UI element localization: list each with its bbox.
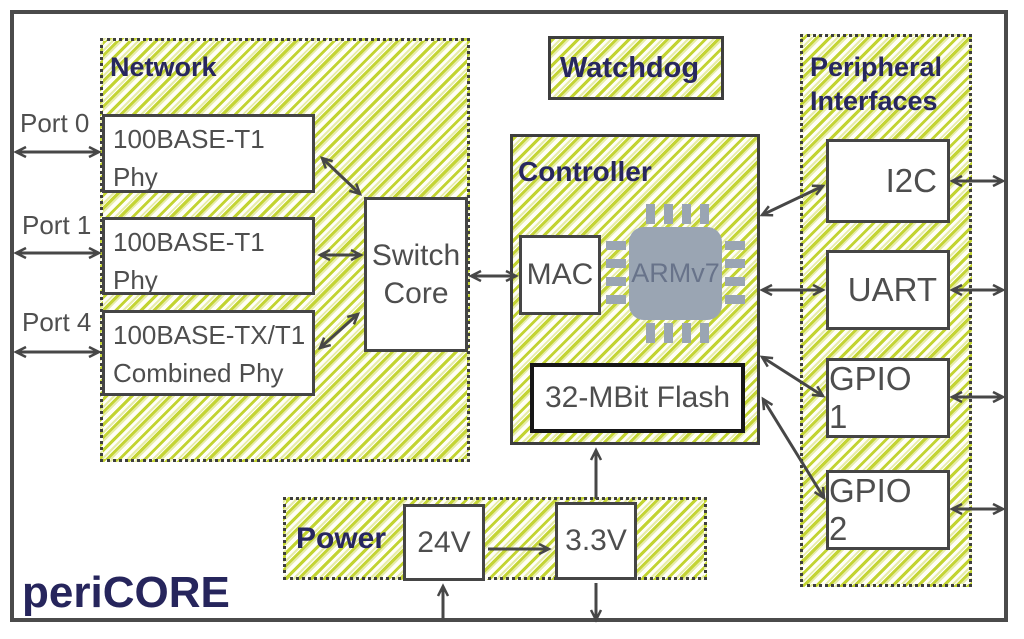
peripherals-title-line2: Interfaces	[810, 86, 938, 116]
uart-label: UART	[847, 271, 937, 308]
watchdog-title: Watchdog	[560, 52, 700, 84]
switch-core-box: Switch Core	[364, 197, 468, 352]
switch-core-line1: Switch	[371, 239, 461, 272]
phy4-line2: Combined Phy	[113, 357, 284, 388]
i2c-box: I2C	[826, 139, 950, 223]
peripherals-title-line1: Peripheral	[810, 52, 943, 82]
gpio1-label: GPIO 1	[829, 360, 912, 435]
port1-label: Port 1	[22, 210, 92, 240]
port4-label: Port 4	[22, 307, 92, 337]
gpio2-label: GPIO 2	[829, 472, 912, 547]
chip-pins-right	[725, 241, 745, 313]
phy0-line1: 100BASE-T1	[113, 124, 265, 154]
mac-box: MAC	[519, 235, 601, 315]
power-3v3-box: 3.3V	[555, 502, 637, 580]
flash-label: 32-MBit Flash	[544, 381, 731, 414]
phy4-box: 100BASE-TX/T1 Combined Phy	[102, 310, 315, 396]
watchdog-block	[548, 36, 724, 100]
power-24v-label: 24V	[417, 525, 471, 559]
mac-label: MAC	[526, 258, 594, 292]
phy0-line2: Phy	[113, 161, 158, 192]
chip-pins-left	[606, 241, 626, 313]
power-3v3-label: 3.3V	[565, 524, 627, 557]
chip-pins-top	[646, 204, 718, 224]
phy1-line2: Phy	[113, 264, 158, 295]
power-24v-box: 24V	[403, 504, 485, 581]
network-title: Network	[110, 52, 217, 82]
i2c-label: I2C	[885, 162, 937, 199]
uart-box: UART	[826, 250, 950, 330]
switch-core-line2: Core	[383, 276, 449, 310]
armv7-label: ARMv7	[631, 258, 720, 288]
controller-title: Controller	[518, 156, 652, 187]
gpio1-box: GPIO 1	[826, 358, 950, 438]
product-name-label: periCORE	[22, 568, 230, 617]
phy1-line1: 100BASE-T1	[113, 227, 265, 257]
phy0-box: 100BASE-T1 Phy	[102, 114, 315, 193]
chip-pins-bottom	[646, 323, 718, 343]
gpio2-box: GPIO 2	[826, 470, 950, 550]
flash-box: 32-MBit Flash	[530, 363, 745, 433]
armv7-chip: ARMv7	[629, 227, 722, 320]
phy1-box: 100BASE-T1 Phy	[102, 217, 315, 295]
phy4-line1: 100BASE-TX/T1	[113, 320, 306, 350]
power-title: Power	[296, 522, 387, 555]
port0-label: Port 0	[20, 108, 90, 138]
